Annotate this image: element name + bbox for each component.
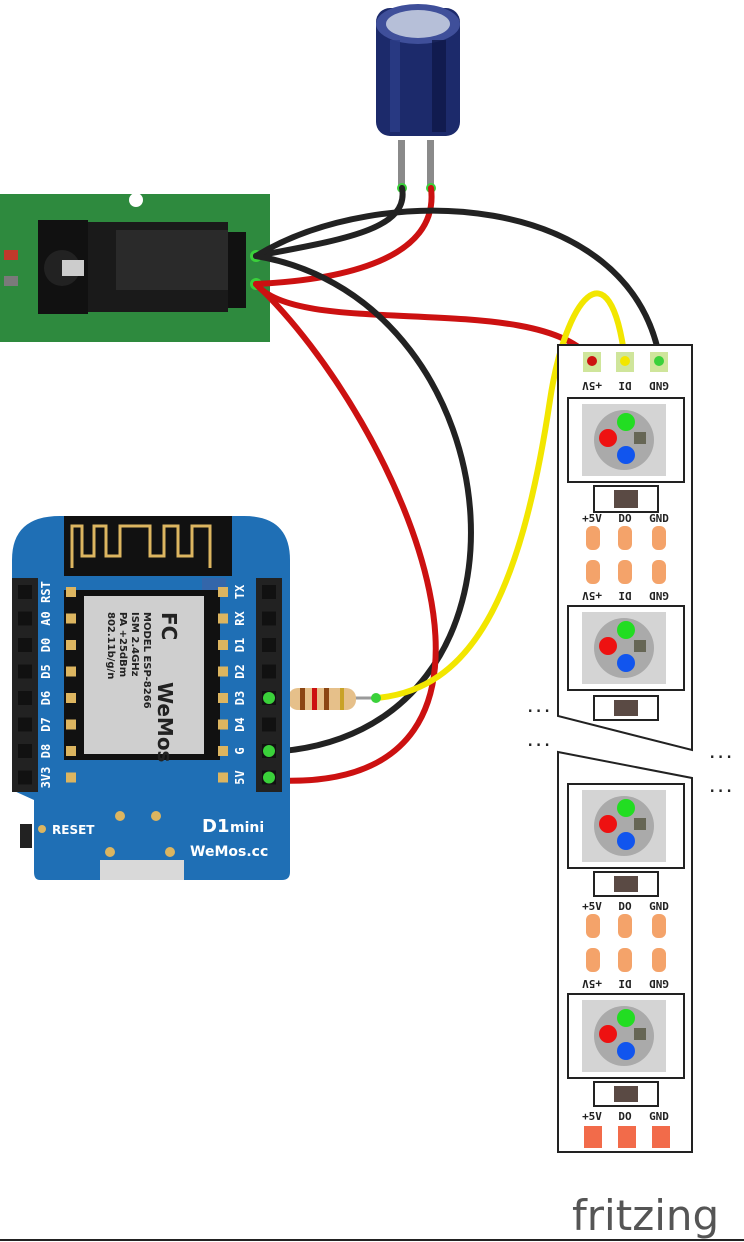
strip-out-label-b-1: DO — [618, 900, 632, 913]
pin-label-right: D3 — [233, 691, 247, 705]
strip-in-label-b-1: DI — [618, 977, 631, 990]
pin-left-3v3 — [18, 770, 32, 785]
pad-right — [218, 587, 228, 597]
wire-black-jack-strip — [253, 207, 663, 363]
pin-label-left: D8 — [39, 744, 53, 758]
pin-left-d7 — [18, 717, 32, 732]
strip-out-label-c-2: GND — [649, 1110, 669, 1123]
wire-red-jack-d1 — [253, 281, 439, 784]
strip-out-label-b-0: +5V — [582, 900, 602, 913]
pin-label-right: D4 — [233, 717, 247, 731]
pin-label-right: RX — [233, 611, 247, 626]
strip-out-label-a-2: GND — [649, 512, 669, 525]
pin-right-d1 — [262, 638, 276, 652]
pad-left — [66, 666, 76, 677]
pad-left — [66, 613, 76, 624]
fritzing-watermark: fritzing — [572, 1191, 719, 1240]
wires — [253, 185, 663, 784]
pad-right — [218, 746, 228, 756]
led-strip-bottom — [557, 750, 693, 1153]
strip-in-label-a-2: GND — [649, 589, 669, 602]
left-header — [12, 578, 38, 792]
pad-left — [66, 719, 76, 730]
pin-left-d5 — [18, 664, 32, 679]
pin-left-a0 — [18, 611, 32, 626]
pad-left — [66, 693, 76, 703]
pin-label-right: 5V — [233, 770, 247, 784]
strip-in-label-b-2: GND — [649, 977, 669, 990]
pin-label-left: D0 — [39, 638, 53, 652]
pin-right-rx — [262, 611, 276, 626]
pad-right — [218, 719, 228, 730]
pad-right — [218, 640, 228, 650]
strip-in-label-a-0: +5V — [582, 589, 602, 602]
right-header — [256, 578, 282, 792]
d1-mini-board — [12, 516, 290, 880]
strip-top-label-0: +5V — [582, 379, 602, 392]
reset-label: RESET — [52, 823, 95, 837]
pin-label-right: D1 — [233, 638, 247, 652]
strip-out-label-a-0: +5V — [582, 512, 602, 525]
contact-5v — [263, 771, 275, 784]
pin-label-left: D7 — [39, 717, 53, 731]
pad-left — [66, 587, 76, 597]
pin-label-left: A0 — [39, 611, 53, 625]
pin-right-tx — [262, 585, 276, 599]
pin-left-rst — [18, 585, 32, 599]
ellipsis-right-2: ... — [708, 780, 733, 796]
shield-text: MODEL ESP-8266 ISM 2.4GHz PA +25dBm 802.… — [105, 612, 181, 762]
wire-yellow-data — [373, 290, 628, 701]
pad-right — [218, 772, 228, 783]
pin-label-left: D6 — [39, 691, 53, 705]
shield-pa: PA +25dBm — [117, 612, 128, 677]
strip-in-label-a-1: DI — [618, 589, 631, 602]
d1-site-label: WeMos.cc — [190, 844, 268, 860]
shield-wifi: 802.11b/g/n — [105, 612, 116, 679]
pin-right-d4 — [262, 717, 276, 732]
pad-right — [218, 666, 228, 677]
d1-board-label: D1 — [202, 816, 229, 837]
pad-left — [66, 640, 76, 650]
strip-out-label-b-2: GND — [649, 900, 669, 913]
pin-label-left: D5 — [39, 664, 53, 678]
resistor — [270, 688, 381, 710]
pin-label-right: G — [233, 747, 247, 754]
shield-brand: WeMos — [153, 682, 177, 762]
shield-fcc: FC — [157, 612, 181, 640]
pin-label-right: D2 — [233, 664, 247, 678]
strip-out-label-c-1: DO — [618, 1110, 632, 1123]
contact-g — [263, 745, 275, 757]
strip-out-label-c-0: +5V — [582, 1110, 602, 1123]
pad-right — [218, 613, 228, 624]
strip-top-label-1: DI — [618, 379, 631, 392]
ellipsis-right-1: ... — [708, 746, 733, 762]
pin-left-d6 — [18, 691, 32, 705]
strip-top-label-2: GND — [649, 379, 669, 392]
capacitor — [376, 4, 460, 193]
pad-left — [66, 772, 76, 783]
dc-jack-board — [0, 193, 270, 342]
ellipsis-left-1: ... — [526, 700, 551, 716]
shield-ism: ISM 2.4GHz — [129, 612, 140, 677]
pin-right-d2 — [262, 664, 276, 679]
wire-red-jack-strip — [253, 281, 595, 363]
pin-label-right: TX — [233, 584, 247, 599]
pin-left-d0 — [18, 638, 32, 652]
d1-board-sub: mini — [230, 820, 264, 836]
strip-in-label-b-0: +5V — [582, 977, 602, 990]
contact-d3 — [263, 692, 275, 704]
pad-left — [66, 746, 76, 756]
wire-black-jack-cap — [253, 185, 406, 259]
ellipsis-left-2: ... — [526, 734, 551, 750]
pin-label-left: RST — [39, 581, 53, 603]
wire-black-jack-d1 — [253, 253, 474, 755]
shield-model: MODEL ESP-8266 — [141, 612, 152, 709]
pin-label-left: 3V3 — [39, 767, 53, 789]
pin-left-d8 — [18, 744, 32, 758]
pad-right — [218, 693, 228, 703]
led-strip-top — [557, 344, 693, 752]
strip-out-label-a-1: DO — [618, 512, 632, 525]
